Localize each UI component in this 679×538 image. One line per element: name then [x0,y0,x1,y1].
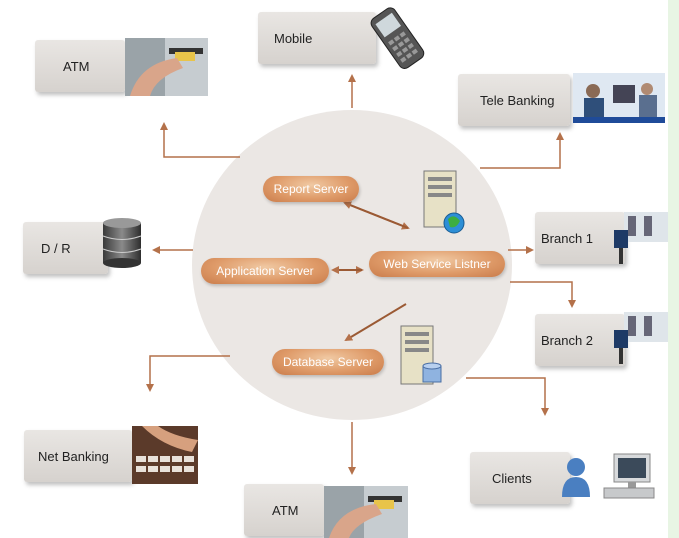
atm-card-photo-bottom [324,486,408,538]
database-server-label: Database Server [282,355,374,369]
branch1-box: Branch 1 [535,212,625,264]
web-server-icon [423,170,465,234]
mobile-label: Mobile [274,30,313,46]
tele-banking-photo [573,73,665,123]
desktop-computer-icon [603,453,655,499]
mobile-box: Mobile [258,12,376,64]
tele-banking-label: Tele Banking [480,92,555,108]
database-server-icon [400,325,442,385]
atm-top-label: ATM [63,58,90,74]
arrow-to-branch2 [510,281,576,308]
clients-box: Clients [470,452,570,504]
branch2-box: Branch 2 [535,314,625,366]
tele-banking-box: Tele Banking [458,74,570,126]
arrow-to-tele-banking [480,132,564,169]
arrow-to-clients [466,377,549,416]
atm-bottom-box: ATM [244,484,324,536]
clients-label: Clients [492,470,532,486]
application-server-label: Application Server [216,264,314,278]
branch1-kiosk-photo [614,212,668,264]
mobile-phone-icon [370,7,425,69]
arrow-to-atm-top [160,122,240,158]
application-server-pill: Application Server [201,258,329,284]
atm-bottom-label: ATM [272,502,299,518]
arrow-web-database [344,303,407,342]
report-server-pill: Report Server [263,176,359,202]
branch2-kiosk-photo [614,312,668,364]
atm-top-box: ATM [35,40,125,92]
database-server-pill: Database Server [272,349,384,375]
user-icon [562,458,590,497]
arrow-to-net-banking [146,355,230,392]
branch2-label: Branch 2 [541,332,594,348]
database-icon [102,218,142,268]
report-server-label: Report Server [273,182,349,196]
dr-label: D / R [41,240,71,256]
web-service-listner-pill: Web Service Listner [369,251,505,277]
atm-card-photo [125,38,208,96]
net-banking-label: Net Banking [38,448,109,464]
keyboard-typing-photo [132,426,198,484]
branch1-label: Branch 1 [541,230,594,246]
net-banking-box: Net Banking [24,430,132,482]
web-service-listner-label: Web Service Listner [383,257,491,271]
dr-box: D / R [23,222,108,274]
